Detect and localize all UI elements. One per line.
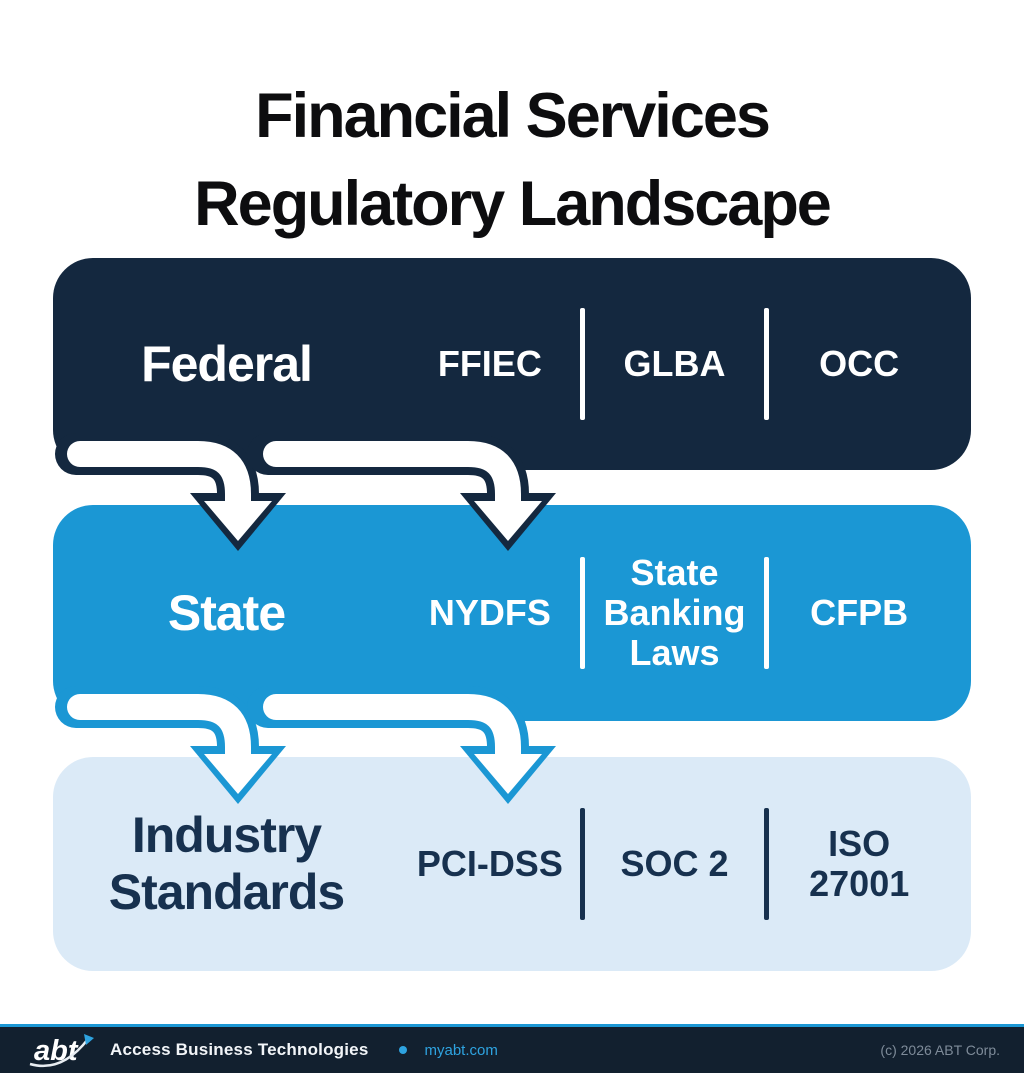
divider xyxy=(764,308,770,420)
tier-state-item-cfpb: CFPB xyxy=(810,592,909,633)
divider xyxy=(764,557,770,669)
footer-copyright: (c) 2026 ABT Corp. xyxy=(880,1042,1000,1058)
tier-federal: Federal FFIEC GLBA OCC xyxy=(53,258,971,470)
bullet-dot-icon xyxy=(398,1046,407,1054)
tier-federal-item-ffiec: FFIEC xyxy=(437,343,542,384)
divider xyxy=(579,308,585,420)
divider xyxy=(764,808,770,920)
tier-industry-label: Industry Standards xyxy=(108,807,346,920)
tier-industry-standards: Industry Standards PCI-DSS SOC 2 ISO 270… xyxy=(53,757,971,971)
tier-state-item-state-banking-laws: State Banking Laws xyxy=(603,552,746,673)
tier-state: State NYDFS State Banking Laws CFPB xyxy=(53,505,971,721)
abt-logo-text: abt xyxy=(34,1035,79,1067)
tier-federal-item-glba: GLBA xyxy=(623,343,726,384)
footer-bar: abt Access Business Technologies myabt.c… xyxy=(0,1024,1024,1073)
tier-state-item-nydfs: NYDFS xyxy=(428,592,551,633)
page-title-line-1: Financial Services xyxy=(255,81,771,152)
tier-industry-item-iso27001: ISO 27001 xyxy=(809,823,910,904)
tier-federal-label: Federal xyxy=(141,335,313,392)
tier-industry-item-soc2: SOC 2 xyxy=(620,843,729,884)
tier-federal-item-occ: OCC xyxy=(819,343,900,384)
tier-industry-items: PCI-DSS SOC 2 ISO 27001 xyxy=(400,808,971,920)
divider xyxy=(579,557,585,669)
page-title: Financial Services Regulatory Landscape xyxy=(0,72,1024,248)
divider xyxy=(579,808,585,920)
footer-website-link[interactable]: myabt.com xyxy=(424,1041,498,1059)
page-title-line-2: Regulatory Landscape xyxy=(194,169,832,240)
tier-state-label: State xyxy=(167,584,286,641)
tier-industry-item-pci-dss: PCI-DSS xyxy=(416,843,563,884)
abt-logo-icon: abt xyxy=(29,1034,94,1068)
tier-federal-items: FFIEC GLBA OCC xyxy=(400,308,971,420)
footer-company-name: Access Business Technologies xyxy=(110,1040,369,1059)
tier-state-items: NYDFS State Banking Laws CFPB xyxy=(400,553,971,673)
